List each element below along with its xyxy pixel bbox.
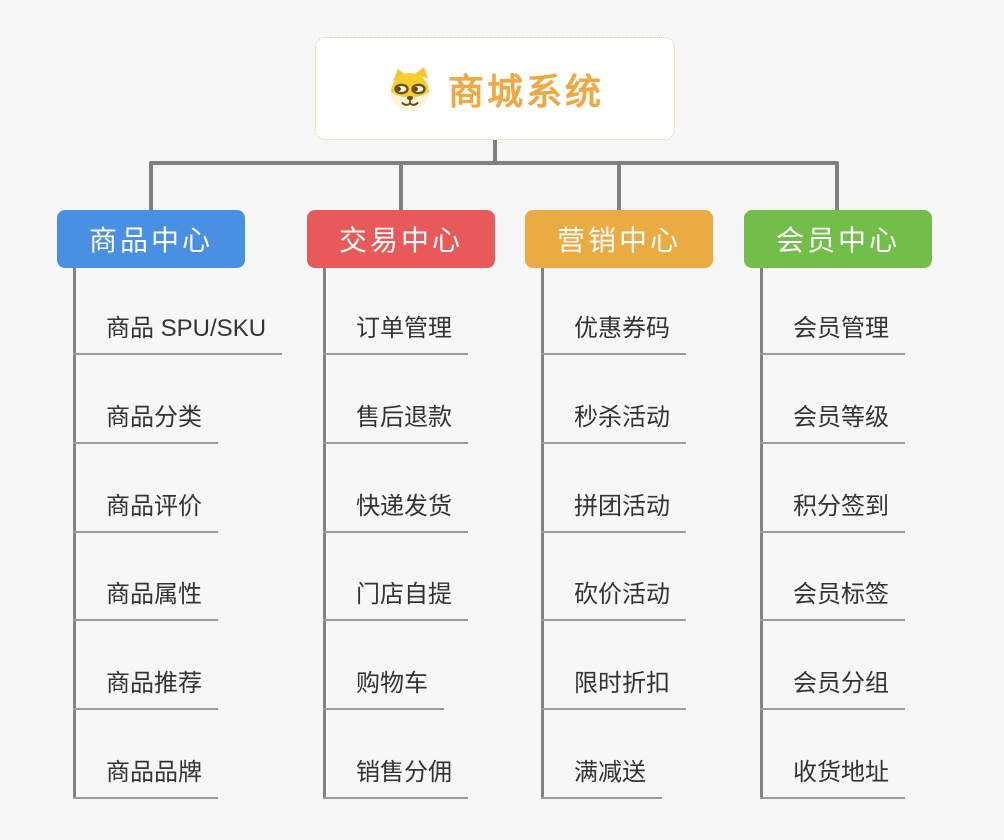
leaf-node[interactable]: 商品分类	[73, 402, 218, 444]
branch-node-marketing-center[interactable]: 营销中心	[525, 210, 713, 268]
leaf-node[interactable]: 积分签到	[760, 491, 905, 533]
leaf-node[interactable]: 门店自提	[323, 579, 468, 621]
leaf-node[interactable]: 满减送	[541, 757, 662, 799]
branch-node-member-center[interactable]: 会员中心	[744, 210, 932, 268]
branch-label: 商品中心	[88, 225, 213, 256]
leaf-node[interactable]: 秒杀活动	[541, 402, 686, 444]
branch-label: 营销中心	[556, 225, 681, 256]
branch-label: 会员中心	[775, 225, 900, 256]
leaf-node[interactable]: 会员标签	[760, 579, 905, 621]
connector-horizontal-line	[149, 161, 839, 165]
leaf-node[interactable]: 砍价活动	[541, 579, 686, 621]
connector-stub-branch-3	[617, 163, 621, 210]
root-node[interactable]: 商城系统	[315, 37, 675, 140]
leaf-node[interactable]: 快递发货	[323, 491, 468, 533]
leaf-node[interactable]: 拼团活动	[541, 491, 686, 533]
branch-trunk-line	[323, 268, 326, 799]
branch-node-trade-center[interactable]: 交易中心	[307, 210, 495, 268]
leaf-node[interactable]: 商品品牌	[73, 757, 218, 799]
connector-stub-branch-1	[149, 163, 153, 210]
connector-root-stub	[493, 140, 497, 163]
leaf-node[interactable]: 会员管理	[760, 313, 905, 355]
leaf-node[interactable]: 商品推荐	[73, 668, 218, 710]
leaf-node[interactable]: 商品评价	[73, 491, 218, 533]
leaf-node[interactable]: 会员分组	[760, 668, 905, 710]
branch-label: 交易中心	[338, 225, 463, 256]
branch-node-product-center[interactable]: 商品中心	[57, 210, 245, 268]
connector-stub-branch-2	[399, 163, 403, 210]
leaf-node[interactable]: 销售分佣	[323, 757, 468, 799]
leaf-node[interactable]: 限时折扣	[541, 668, 686, 710]
leaf-node[interactable]: 商品 SPU/SKU	[73, 313, 283, 355]
leaf-node[interactable]: 会员等级	[760, 402, 905, 444]
root-title: 商城系统	[447, 70, 604, 112]
leaf-node[interactable]: 订单管理	[323, 313, 468, 355]
connector-stub-branch-4	[835, 163, 839, 210]
leaf-node[interactable]: 商品属性	[73, 579, 218, 621]
leaf-node[interactable]: 收货地址	[760, 757, 905, 799]
branch-trunk-line	[541, 268, 544, 799]
branch-trunk-line	[760, 268, 763, 799]
dog-face-icon	[390, 66, 429, 111]
leaf-node[interactable]: 购物车	[323, 668, 444, 710]
leaf-node[interactable]: 售后退款	[323, 402, 468, 444]
leaf-node[interactable]: 优惠券码	[541, 313, 686, 355]
branch-trunk-line	[73, 268, 76, 799]
